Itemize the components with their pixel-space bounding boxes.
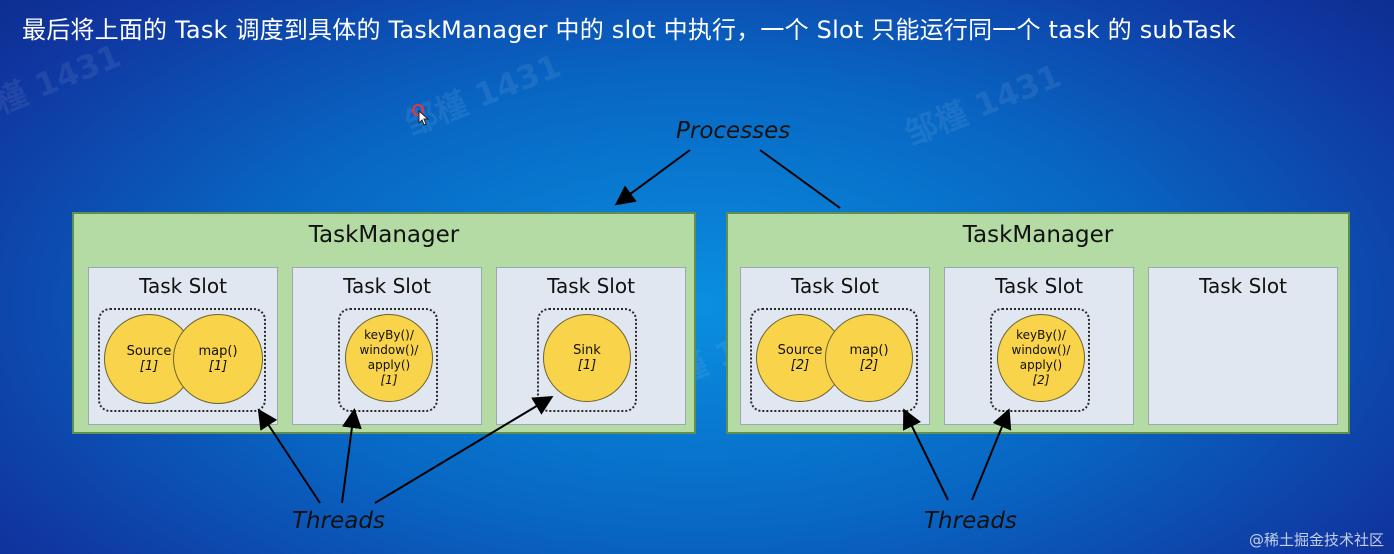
task-name: keyBy()/ window()/ apply() (359, 328, 419, 372)
task-slot: Task Slot Source [2] map() [2] (740, 267, 930, 425)
task-keyby-window-apply: keyBy()/ window()/ apply() [2] (997, 314, 1085, 402)
process-arrow (614, 149, 691, 206)
thread-arrow (374, 395, 554, 504)
task-name: Source (777, 343, 823, 358)
task-index: [1] (208, 359, 228, 374)
page-title: 最后将上面的 Task 调度到具体的 TaskManager 中的 slot 中… (22, 16, 1236, 44)
taskmanager-title: TaskManager (962, 222, 1114, 248)
task-map: map() [2] (825, 314, 913, 402)
processes-label: Processes (676, 118, 791, 144)
threads-label: Threads (924, 508, 1017, 534)
task-name: Sink (573, 343, 601, 358)
thread-arrow (257, 408, 321, 504)
taskmanager-1: TaskManager Task Slot Source [1] map() [… (72, 212, 696, 434)
task-slot: Task Slot Source [1] map() [1] (88, 267, 278, 425)
cursor-icon (412, 104, 430, 126)
thread-group (750, 308, 918, 412)
task-name: Source (126, 344, 172, 359)
thread-group (98, 308, 266, 412)
task-index: [2] (859, 358, 879, 373)
task-index: [2] (790, 358, 810, 373)
task-index: [1] (577, 358, 597, 373)
task-slot-title: Task Slot (1199, 274, 1287, 298)
task-slot-title: Task Slot (995, 274, 1083, 298)
thread-arrow (903, 408, 949, 501)
task-name: keyBy()/ window()/ apply() (1011, 328, 1071, 372)
task-name: map() (849, 343, 889, 358)
task-map: map() [1] (173, 314, 263, 404)
threads-label: Threads (292, 508, 385, 534)
task-index: [1] (139, 359, 159, 374)
task-slot: Task Slot keyBy()/ window()/ apply() [2] (944, 267, 1134, 425)
task-slot-title: Task Slot (139, 274, 227, 298)
task-index: [1] (380, 373, 398, 387)
process-arrow (759, 149, 841, 209)
task-name: map() (198, 344, 238, 359)
task-slot-title: Task Slot (547, 274, 635, 298)
thread-arrow (971, 408, 1012, 501)
task-slot-title: Task Slot (343, 274, 431, 298)
task-keyby-window-apply: keyBy()/ window()/ apply() [1] (345, 314, 433, 402)
task-slot-title: Task Slot (791, 274, 879, 298)
taskmanager-title: TaskManager (308, 222, 460, 248)
thread-arrow (341, 408, 362, 504)
task-slot: Task Slot keyBy()/ window()/ apply() [1] (292, 267, 482, 425)
credit-text: @稀土掘金技术社区 (1248, 531, 1384, 549)
task-slot: Task Slot (1148, 267, 1338, 425)
task-slot: Task Slot Sink [1] (496, 267, 686, 425)
thread-group (537, 308, 637, 412)
taskmanager-2: TaskManager Task Slot Source [2] map() [… (726, 212, 1350, 434)
thread-group (338, 308, 438, 412)
thread-group (990, 308, 1090, 412)
task-sink: Sink [1] (543, 314, 631, 402)
task-index: [2] (1032, 373, 1050, 387)
